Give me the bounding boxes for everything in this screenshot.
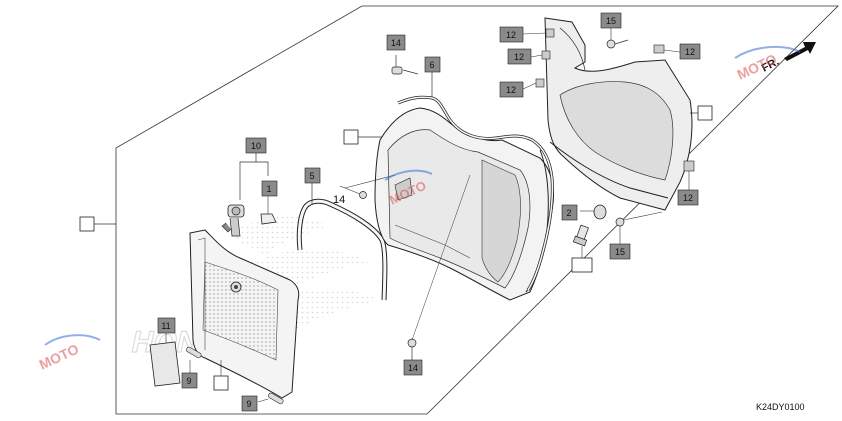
screw-bottom	[407, 174, 471, 360]
screw-top-right	[606, 28, 629, 49]
callout-12-a: 12	[499, 26, 524, 43]
svg-text:12: 12	[506, 85, 516, 95]
clip-e	[683, 160, 695, 172]
cover-ref-box	[697, 105, 713, 121]
assembly-boundary	[115, 5, 839, 415]
svg-text:6: 6	[429, 60, 434, 70]
callout-5: 5	[304, 167, 321, 184]
clip-c	[535, 78, 545, 88]
callout-9-a: 9	[181, 372, 198, 389]
rim-seal	[397, 95, 554, 291]
storage-box	[374, 107, 554, 301]
outer-cover	[544, 17, 693, 211]
lock-clip	[260, 213, 277, 225]
svg-text:12: 12	[506, 30, 516, 40]
svg-text:9: 9	[246, 399, 251, 409]
box-ref-box	[343, 129, 359, 145]
emblem-plate	[149, 341, 181, 387]
svg-text:14: 14	[408, 363, 418, 373]
svg-text:11: 11	[161, 321, 170, 331]
bolt	[572, 224, 589, 258]
callout-6: 6	[424, 56, 441, 73]
svg-text:10: 10	[251, 141, 261, 151]
lid-ref-box	[213, 375, 229, 391]
seal-strip	[296, 198, 388, 301]
svg-text:5: 5	[309, 171, 314, 181]
screw-right	[615, 211, 663, 244]
clip-a	[545, 28, 555, 38]
grommet	[580, 204, 607, 220]
callout-1: 1	[261, 180, 278, 197]
callout-2: 2	[561, 204, 578, 221]
svg-text:15: 15	[606, 16, 616, 26]
callout-14-bottom: 14	[403, 359, 423, 376]
svg-text:2: 2	[566, 208, 571, 218]
callout-11: 11	[157, 317, 176, 334]
bolt-ref-box	[571, 257, 593, 273]
clip-d	[653, 44, 665, 54]
callout-12-b: 12	[507, 48, 532, 65]
plain-callout-14: 14	[333, 194, 345, 206]
diagram-code: K24DY0100	[756, 402, 805, 412]
pin-a	[186, 346, 202, 373]
svg-text:9: 9	[186, 376, 191, 386]
callout-10: 10	[245, 137, 267, 154]
inner-lid-panel	[189, 229, 300, 399]
svg-text:12: 12	[514, 52, 524, 62]
pin-b	[257, 392, 284, 405]
svg-text:MOTO: MOTO	[37, 341, 82, 373]
watermark-logo-top-right: MOTO	[734, 45, 801, 83]
svg-text:14: 14	[391, 38, 401, 48]
svg-text:12: 12	[683, 193, 693, 203]
callout-12-d: 12	[679, 43, 701, 60]
key-cylinder	[221, 204, 245, 237]
svg-text:1: 1	[266, 184, 271, 194]
callout-12-e: 12	[677, 189, 699, 206]
callout-9-b: 9	[241, 395, 258, 412]
callout-15-bottom: 15	[609, 243, 631, 260]
svg-text:15: 15	[615, 247, 625, 257]
callout-15-top: 15	[600, 12, 622, 29]
screw-middle	[339, 174, 396, 199]
callout-12-c: 12	[499, 81, 524, 98]
svg-text:12: 12	[685, 47, 695, 57]
watermark-logo-bottom-left: MOTO	[37, 334, 101, 373]
clip-b	[541, 50, 551, 60]
callout-14-top: 14	[386, 34, 406, 51]
screw-top-left	[391, 55, 419, 75]
assembly-ref-box	[79, 216, 95, 232]
